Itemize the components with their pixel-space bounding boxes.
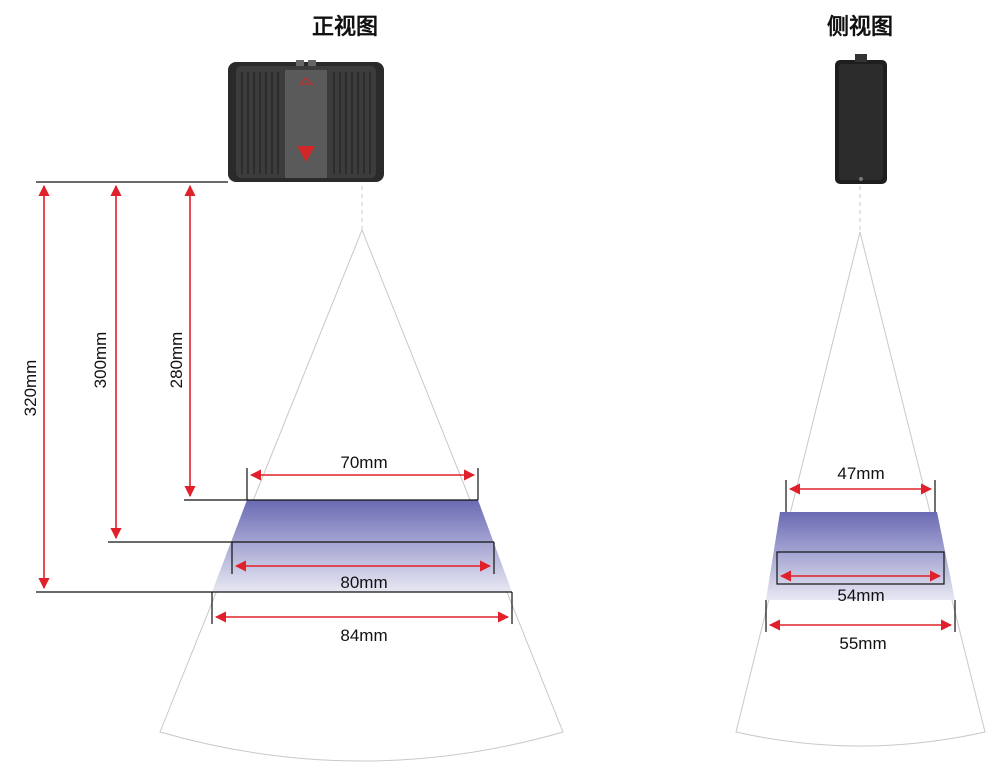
camera-side-icon xyxy=(835,54,887,184)
side-band-outline-54 xyxy=(776,551,945,585)
distance-label-300: 300mm xyxy=(91,332,110,389)
side-view: 侧视图 47mm 54mm 55mm xyxy=(735,14,986,747)
camera-logo-icon xyxy=(297,146,315,162)
width-label-47: 47mm xyxy=(837,464,884,483)
front-view: 正视图 xyxy=(21,14,564,762)
side-fov-cone xyxy=(735,231,986,747)
width-label-55: 55mm xyxy=(839,634,886,653)
width-label-80: 80mm xyxy=(340,573,387,592)
front-view-title: 正视图 xyxy=(312,14,378,40)
width-label-70: 70mm xyxy=(340,453,387,472)
width-label-54: 54mm xyxy=(837,586,884,605)
distance-label-320: 320mm xyxy=(21,360,40,417)
width-label-84: 84mm xyxy=(340,626,387,645)
front-fov-cone xyxy=(159,228,564,762)
side-view-title: 侧视图 xyxy=(827,14,893,40)
distance-label-280: 280mm xyxy=(167,332,186,389)
camera-front-icon xyxy=(228,60,384,182)
